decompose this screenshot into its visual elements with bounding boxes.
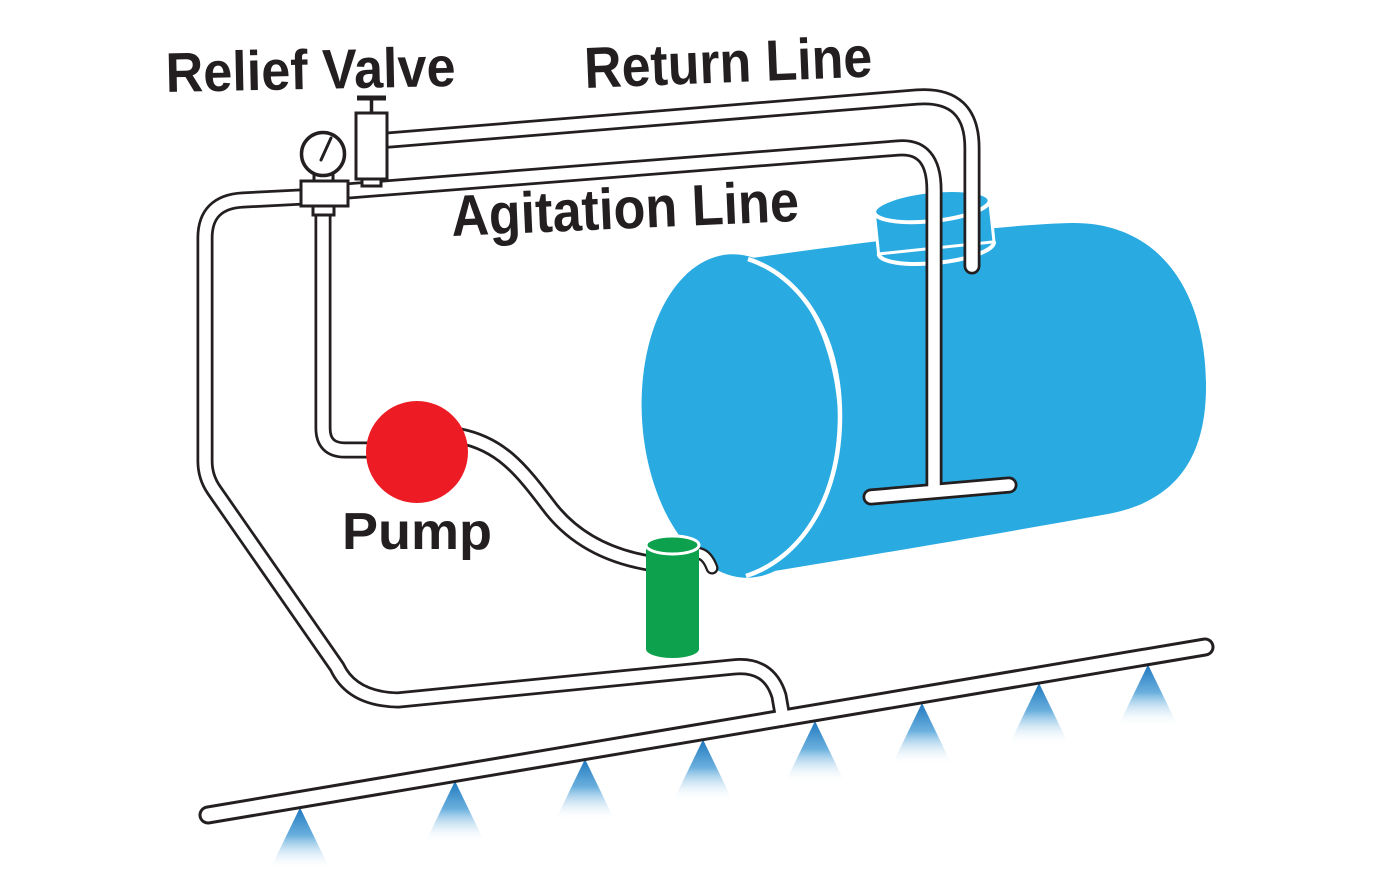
tee-fitting <box>299 179 350 208</box>
relief-valve-assembly <box>299 95 389 217</box>
tank-body <box>744 222 1207 576</box>
tank-face-highlight <box>745 256 843 579</box>
spray-nozzle <box>785 721 845 783</box>
return-line-label: Return Line <box>583 24 873 101</box>
agitation-line-label: Agitation Line <box>450 169 801 249</box>
spray-nozzle <box>1118 664 1178 727</box>
spray-nozzle <box>892 703 952 765</box>
tank-left-face <box>641 254 839 578</box>
spray-nozzle <box>1009 683 1069 745</box>
spray-nozzle <box>555 759 615 821</box>
pump <box>366 401 468 503</box>
spray-nozzle <box>673 739 733 802</box>
tank <box>641 222 1207 579</box>
spray-nozzle <box>270 807 330 870</box>
spray-pattern <box>270 664 1178 870</box>
pump-label: Pump <box>342 503 492 561</box>
gauge-needle <box>319 136 333 162</box>
relief-valve-label: Relief Valve <box>165 35 456 104</box>
spray-nozzle <box>425 781 485 843</box>
strainer-top <box>644 534 701 556</box>
suction-strainer <box>644 534 712 658</box>
relief-valve-body <box>354 111 389 181</box>
strainer-body <box>646 545 699 658</box>
